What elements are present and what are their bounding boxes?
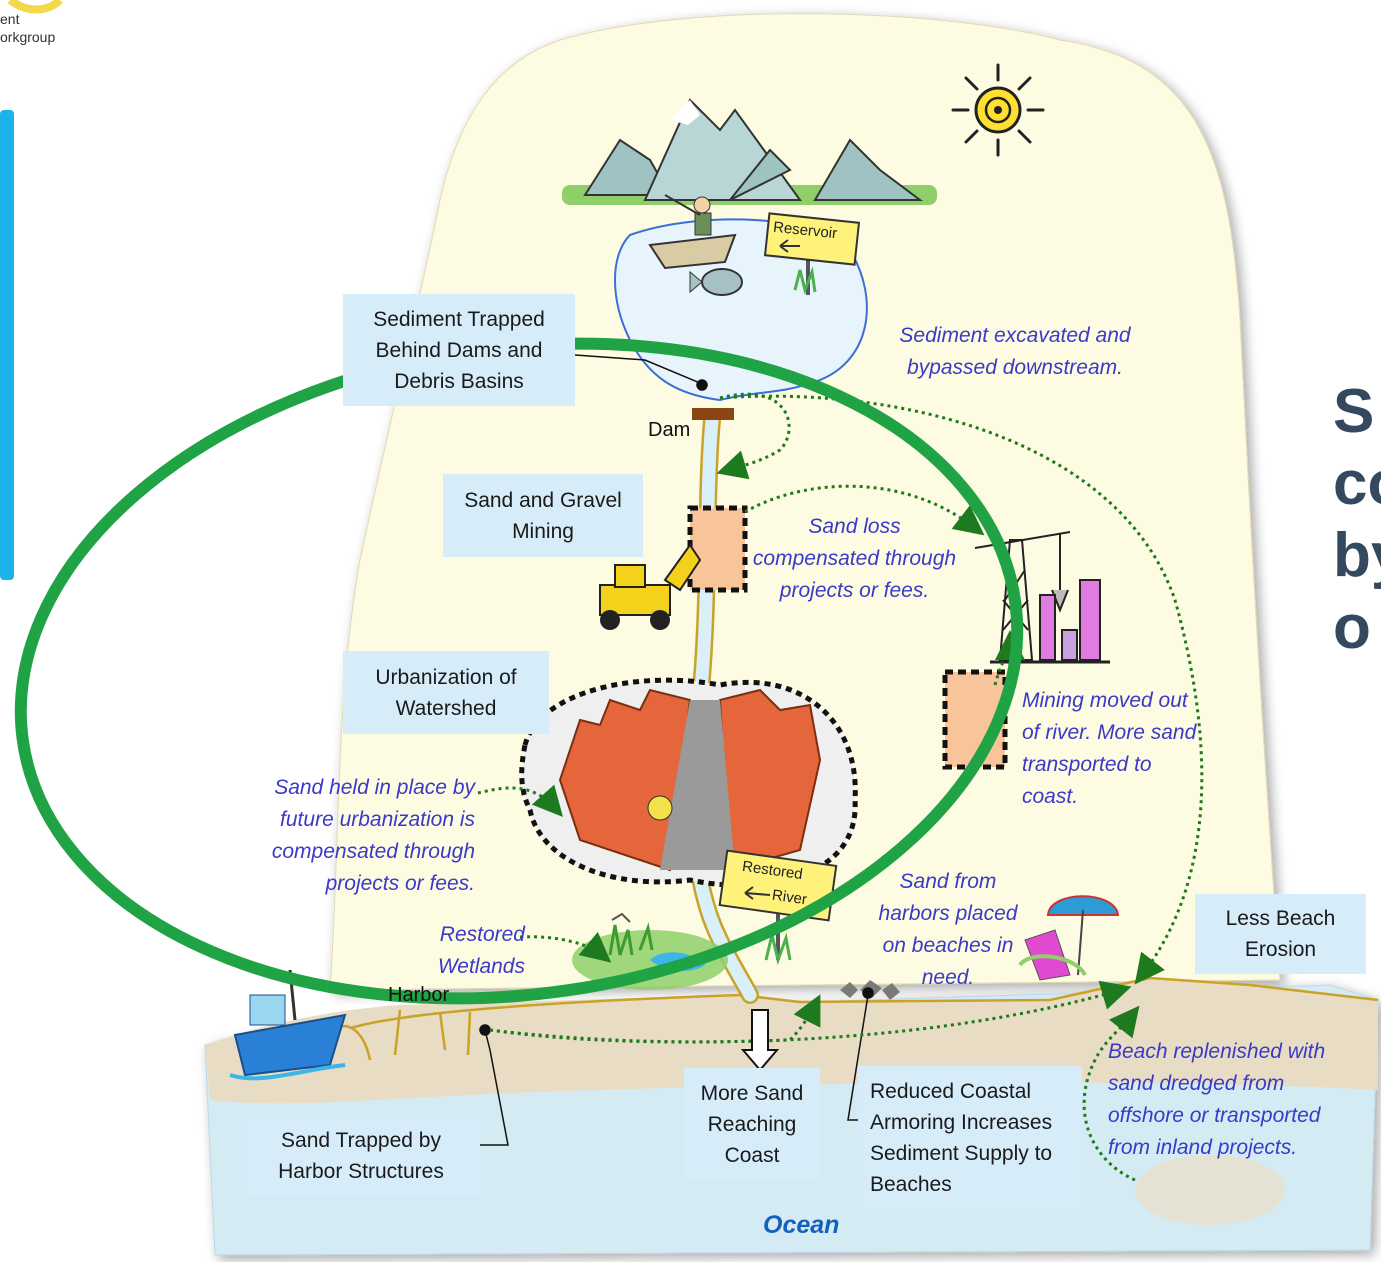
excavated-annotation: Sediment excavated and bypassed downstre… — [899, 324, 1131, 379]
sidebar-accent-bar — [0, 110, 14, 580]
bird-icon — [611, 912, 631, 923]
sun-icon — [951, 63, 1045, 157]
dam — [692, 408, 734, 420]
side-title: S co by o — [1333, 376, 1381, 664]
less-erosion-box: Less Beach Erosion — [1195, 894, 1366, 974]
ship-icon — [229, 969, 347, 1081]
offshore-sand — [1135, 1155, 1285, 1225]
side-title-line-1: S — [1333, 377, 1375, 446]
sand-gravel-mining-box: Sand and Gravel Mining — [443, 474, 643, 557]
sediment-trapped-box: Sediment Trapped Behind Dams and Debris … — [343, 294, 575, 406]
logo-icon — [7, 0, 63, 14]
ocean-label: Ocean — [763, 1211, 840, 1239]
down-arrow — [740, 1009, 780, 1072]
more-sand-box: More Sand Reaching Coast — [684, 1068, 820, 1180]
loader-truck-icon — [599, 543, 702, 630]
city-icon — [519, 677, 858, 888]
logo-text: ent orkgroup — [0, 10, 55, 46]
fisherman-boat-icon — [648, 194, 737, 270]
harbors-annotation: Sand from harbors placed on beaches in n… — [878, 870, 1018, 989]
restored-river-sign — [718, 849, 838, 966]
harbor-label: Harbor — [388, 984, 450, 1006]
mountains-icon — [562, 98, 937, 205]
side-title-line-4: o — [1333, 593, 1371, 662]
sand-held-annotation: Sand held in place by future urbanizatio… — [271, 776, 475, 895]
side-title-line-2: co — [1333, 449, 1381, 518]
replenished-annotation: Beach replenished with sand dredged from… — [1108, 1040, 1326, 1159]
beach-umbrella-icon — [1018, 895, 1120, 981]
urbanization-box: Urbanization of Watershed — [343, 651, 549, 734]
sand-loss-annotation: Sand loss compensated through projects o… — [752, 515, 957, 602]
mining-pit — [687, 505, 748, 593]
dam-label: Dam — [648, 419, 691, 441]
flow-arrows — [477, 392, 1204, 1182]
logo-line-1: ent — [0, 11, 20, 27]
restored-wetlands-annotation: Restored Wetlands — [437, 923, 525, 978]
harbor-trap-box: Sand Trapped by Harbor Structures — [242, 1114, 480, 1197]
mining-moved-annotation: Mining moved out of river. More sand tra… — [1022, 689, 1197, 808]
logo-line-2: orkgroup — [0, 29, 56, 45]
reduced-armoring-box: Reduced Coastal Armoring Increases Sedim… — [858, 1066, 1082, 1210]
fish-icon — [689, 268, 743, 296]
side-title-line-3: by — [1333, 521, 1381, 590]
reservoir-sign — [763, 212, 861, 295]
